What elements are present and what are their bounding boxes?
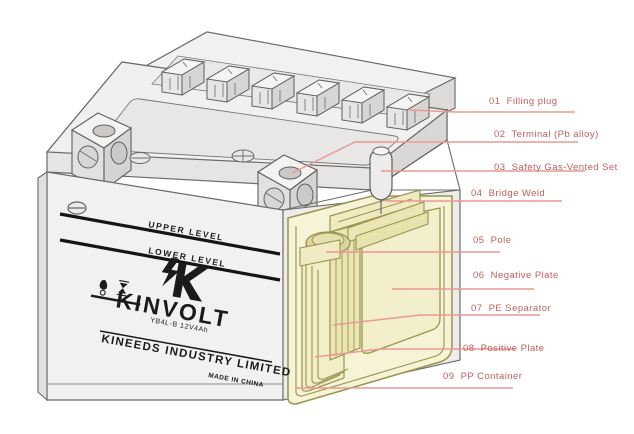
vent-tube-body bbox=[369, 149, 393, 201]
pp-container-inner-wall bbox=[295, 206, 445, 397]
callout-label-06: 06 Negative Plate bbox=[473, 270, 559, 281]
case-right-top-edge bbox=[371, 139, 461, 360]
lid-screw-right bbox=[231, 149, 255, 163]
filling-plug-group bbox=[160, 58, 431, 131]
callout-leader-lines bbox=[291, 109, 585, 389]
callout-label-04: 04 Bridge Weld bbox=[471, 188, 545, 199]
leader-line-01 bbox=[408, 109, 575, 113]
filling-plug bbox=[340, 86, 386, 124]
leader-line-08 bbox=[314, 348, 515, 358]
lid-screw-left bbox=[129, 152, 151, 164]
callout-label-08: 08 Positive Plate bbox=[463, 343, 545, 354]
upper-level-bar bbox=[59, 212, 281, 256]
terminal-left bbox=[70, 112, 133, 192]
lightning-bolt-icon bbox=[161, 257, 180, 287]
leader-line-02 bbox=[291, 141, 578, 174]
callout-label-07: 07 PE Separator bbox=[471, 303, 551, 314]
plate-ribs bbox=[335, 230, 355, 356]
case-left-edge bbox=[37, 170, 48, 402]
pe-separator-fold-1 bbox=[305, 262, 341, 388]
kinvolt-logo-icon bbox=[161, 257, 209, 302]
no-flame-icon bbox=[99, 279, 108, 296]
cell-connector-strap bbox=[299, 239, 341, 267]
warning-underline bbox=[90, 294, 141, 306]
battery-case bbox=[37, 31, 461, 405]
pe-separator-fold-2 bbox=[311, 266, 345, 384]
bridge-weld-seam-1 bbox=[337, 198, 413, 223]
filling-plug-highlighted bbox=[385, 93, 431, 131]
filling-plug bbox=[160, 58, 206, 96]
filling-plug bbox=[205, 65, 251, 103]
pe-separator-fold-3 bbox=[317, 270, 349, 380]
filling-plug bbox=[295, 79, 341, 117]
callout-label-02: 02 Terminal (Pb alloy) bbox=[494, 129, 599, 140]
label-screw-icon bbox=[67, 201, 87, 215]
safety-gas-vent-set bbox=[369, 146, 393, 214]
company-underline bbox=[99, 330, 273, 363]
callout-label-09: 09 PP Container bbox=[443, 371, 522, 382]
callout-label-01: 01 Filling plug bbox=[489, 96, 557, 107]
callout-labels: 01 Filling plug 02 Terminal (Pb alloy) 0… bbox=[443, 96, 618, 382]
callout-label-03: 03 Safety Gas-Vented Set bbox=[494, 162, 618, 173]
terminal-bore-left bbox=[92, 124, 116, 138]
callout-label-05: 05 Pole bbox=[473, 235, 511, 246]
battery-acid-icon bbox=[116, 279, 130, 297]
filling-plug bbox=[250, 72, 296, 110]
letter-k-mark bbox=[172, 262, 209, 302]
warning-icons bbox=[90, 279, 141, 306]
vent-tube-mouth bbox=[372, 146, 390, 156]
leader-line-07 bbox=[332, 314, 540, 326]
bridge-weld-bar-3 bbox=[355, 211, 429, 251]
terminal-bore-right bbox=[278, 166, 302, 180]
